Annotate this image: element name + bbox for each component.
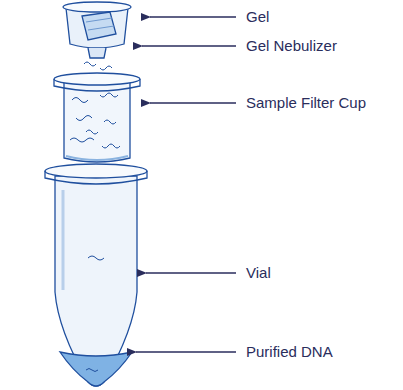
callout-label: Gel	[246, 8, 269, 26]
callout-label: Vial	[246, 264, 271, 282]
vial	[45, 164, 147, 386]
callout-label: Purified DNA	[246, 343, 333, 361]
leader-arrows	[136, 17, 236, 352]
callout-label: Sample Filter Cup	[246, 94, 366, 112]
sample-filter-cup	[54, 73, 140, 162]
callout-label: Gel Nebulizer	[246, 37, 337, 55]
gel-nebulizer	[63, 2, 131, 70]
